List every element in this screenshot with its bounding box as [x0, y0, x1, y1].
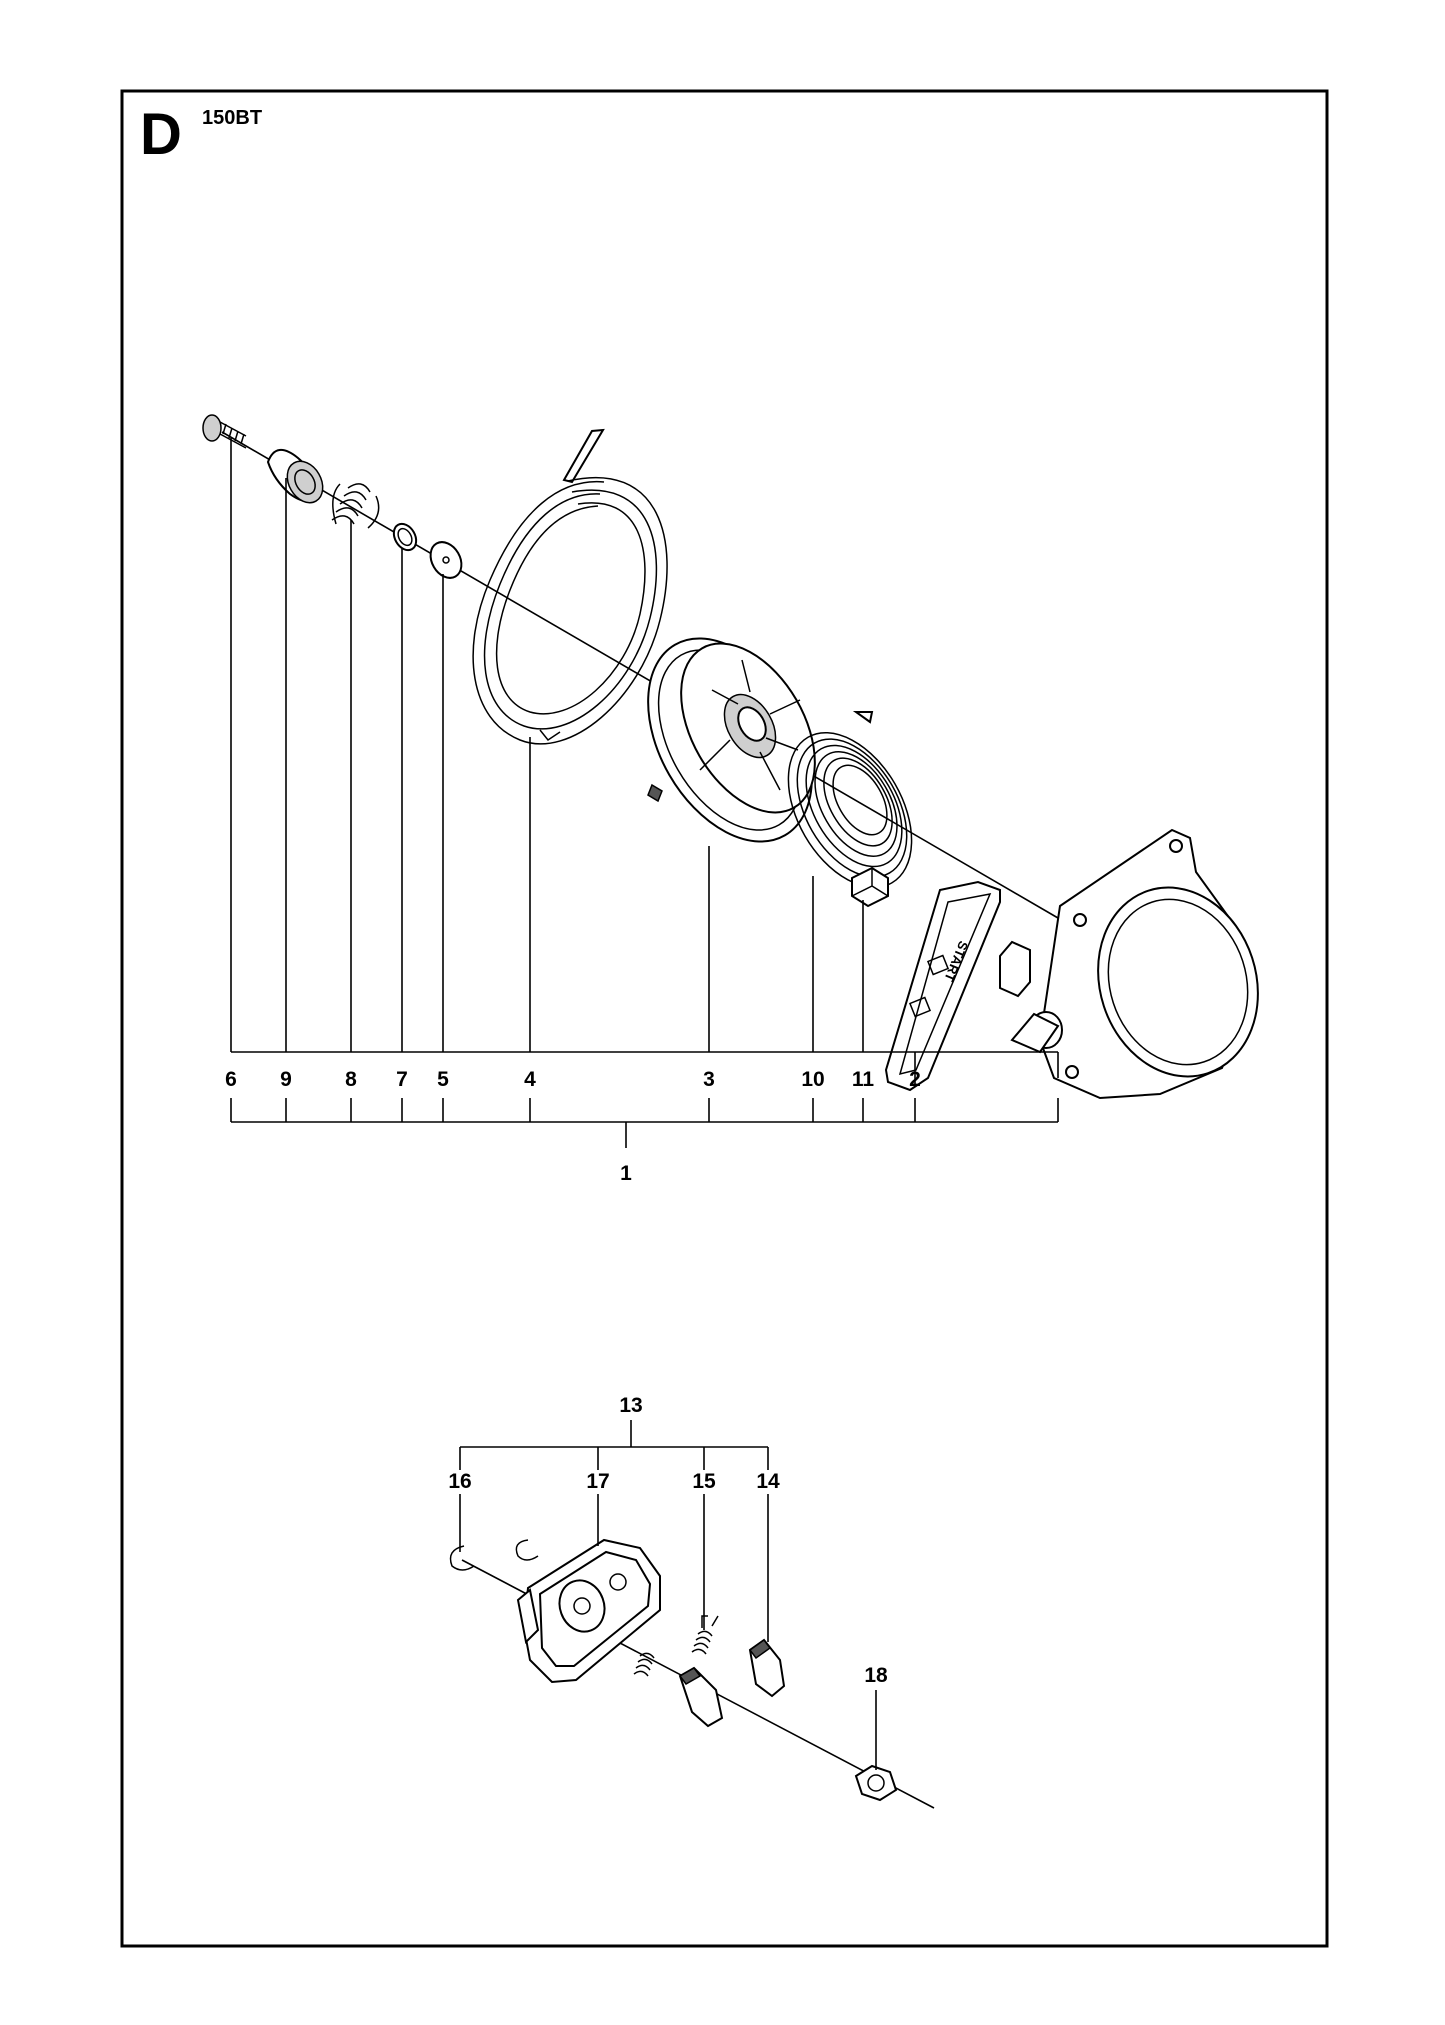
part-4-rope — [472, 428, 668, 745]
callout-4: 4 — [524, 1068, 536, 1091]
model-name: 150BT — [202, 107, 263, 129]
callout-14: 14 — [756, 1470, 780, 1493]
part-14-pawls — [678, 1638, 786, 1728]
starter-housing — [999, 828, 1259, 1100]
starter-assembly: START — [202, 414, 1259, 1185]
callout-13: 13 — [619, 1394, 642, 1417]
callout-15: 15 — [692, 1470, 716, 1493]
callout-1: 1 — [620, 1162, 632, 1185]
callout-6: 6 — [225, 1068, 237, 1091]
assembly-2-leaders — [459, 1420, 877, 1770]
part-2-handle: START — [884, 880, 1001, 1092]
part-15-springs — [633, 1615, 719, 1677]
part-7-ring — [392, 522, 418, 552]
assembly-axis — [221, 431, 1059, 919]
part-10-recoil-spring — [787, 711, 913, 889]
callout-5: 5 — [437, 1068, 449, 1091]
page-frame — [120, 89, 1329, 1948]
callout-11: 11 — [852, 1068, 875, 1091]
callout-8: 8 — [345, 1068, 357, 1091]
callout-16: 16 — [448, 1470, 471, 1493]
section-letter: D — [140, 102, 182, 167]
callout-3: 3 — [703, 1068, 715, 1091]
callout-18: 18 — [864, 1664, 888, 1687]
callout-17: 17 — [586, 1470, 609, 1493]
part-16-circlip — [449, 1545, 475, 1571]
part-8-spring — [331, 483, 380, 529]
part-18-nut — [854, 1764, 898, 1802]
part-17-clip — [515, 1539, 539, 1561]
callout-2: 2 — [909, 1068, 921, 1091]
part-17-disc — [516, 1538, 661, 1684]
callout-10: 10 — [801, 1068, 824, 1091]
part-9-hub — [266, 449, 324, 504]
part-5-washer — [429, 541, 463, 579]
part-11-insert — [851, 866, 889, 908]
assembly-2-callouts: 13 16 17 15 14 18 — [448, 1394, 888, 1687]
assembly-1-callouts: 6 9 8 7 5 4 3 10 11 2 1 — [225, 1068, 921, 1185]
callout-9: 9 — [280, 1068, 292, 1091]
part-3-pulley — [647, 637, 816, 843]
callout-7: 7 — [396, 1068, 408, 1091]
drive-disc-assembly: 13 16 17 15 14 18 — [448, 1394, 935, 1809]
assembly-1-leaders — [230, 438, 1059, 1148]
part-6-screw — [202, 414, 247, 449]
